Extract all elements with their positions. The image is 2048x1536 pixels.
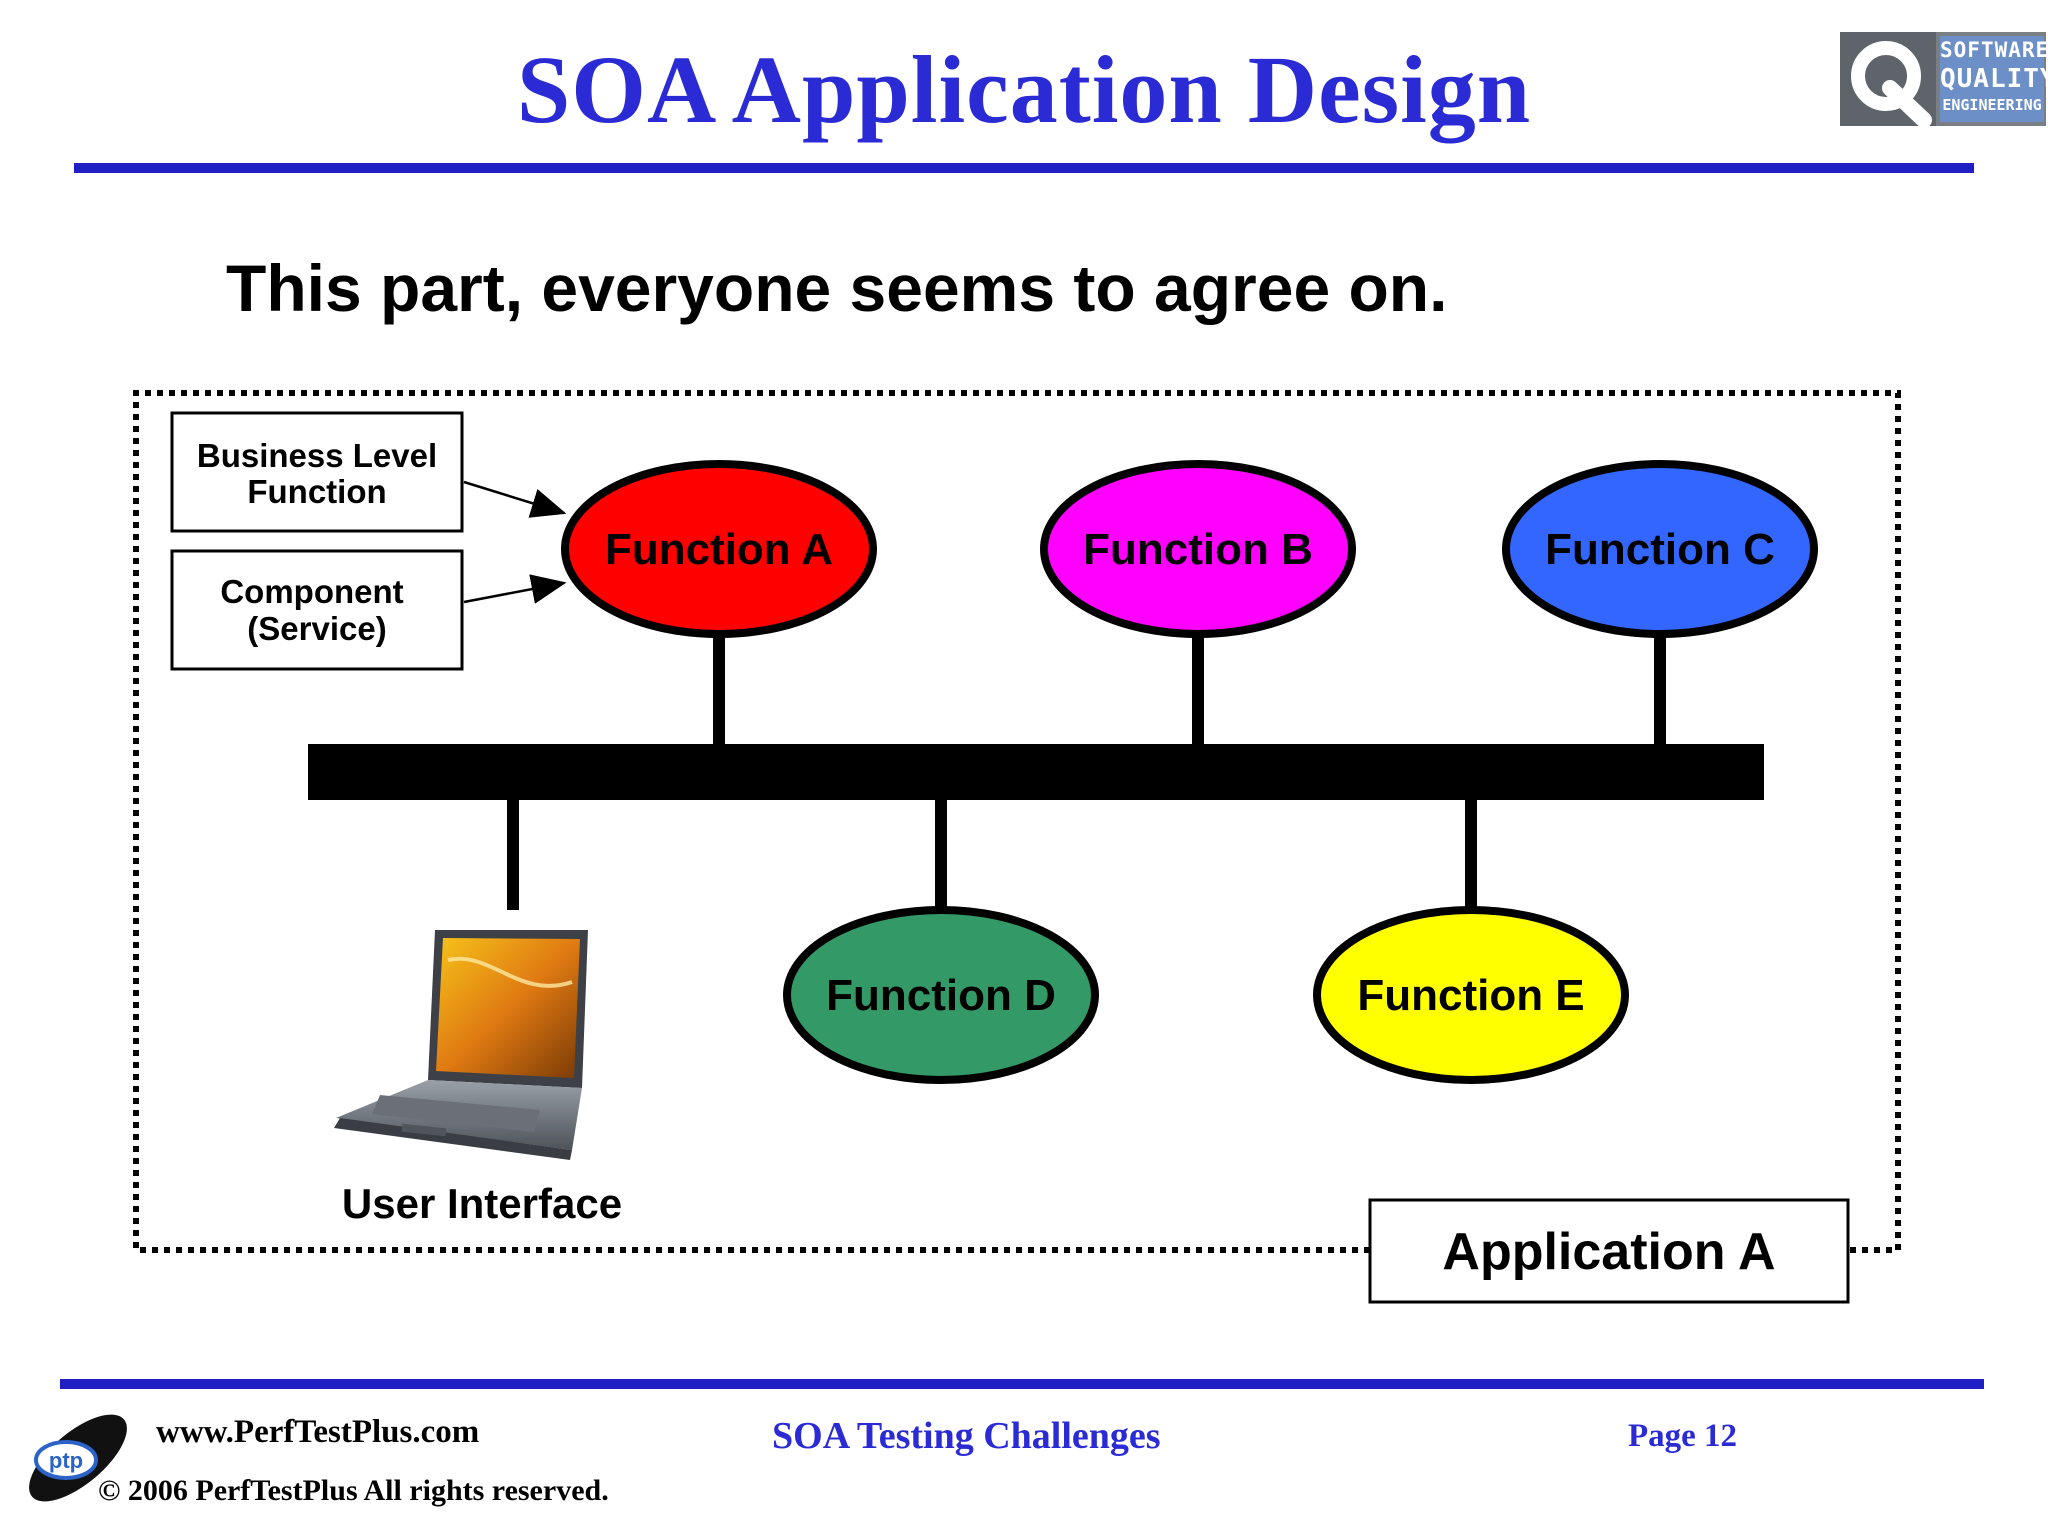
user-interface-label: User Interface <box>342 1180 622 1227</box>
service-bus <box>308 744 1764 800</box>
logo-text-quality: QUALITY <box>1940 64 2048 94</box>
connector-function-a <box>713 630 725 746</box>
function-e-label: Function E <box>1357 971 1584 1020</box>
legend-component-box <box>170 549 464 671</box>
function-b-node <box>1040 460 1356 638</box>
connector-user-interface <box>507 798 519 910</box>
ptp-logo-text: ptp <box>49 1448 83 1473</box>
slide-subtitle: This part, everyone seems to agree on. <box>226 251 1448 325</box>
footer-center-title: SOA Testing Challenges <box>772 1415 1161 1457</box>
legend-business-level-label: Business Level <box>197 437 437 474</box>
ptp-logo-icon: ptp <box>29 1414 127 1502</box>
legend-arrow-business <box>463 480 567 518</box>
function-c-node <box>1502 460 1818 638</box>
function-e-node <box>1313 906 1629 1084</box>
function-b-label: Function B <box>1083 525 1313 574</box>
legend-business-level-box <box>170 411 464 533</box>
logo-text-engineering: ENGINEERING <box>1942 96 2042 114</box>
footer-website: www.PerfTestPlus.com <box>156 1414 480 1450</box>
connector-function-e <box>1465 798 1477 910</box>
logo-text-software: SOFTWARE <box>1940 38 2048 62</box>
legend-arrow-component <box>463 574 567 604</box>
connector-function-b <box>1192 630 1204 746</box>
footer-rule <box>60 1379 1984 1389</box>
footer-copyright: © 2006 PerfTestPlus All rights reserved. <box>98 1474 609 1507</box>
footer-page-number: Page 12 <box>1628 1418 1738 1454</box>
application-label-box <box>1368 1198 1850 1304</box>
function-d-label: Function D <box>826 971 1056 1020</box>
function-a-label: Function A <box>605 525 833 574</box>
header-rule <box>74 163 1974 173</box>
function-a-node <box>561 460 877 638</box>
laptop-icon <box>334 930 588 1160</box>
legend-business-level-label-2: Function <box>247 473 386 510</box>
application-boundary <box>133 390 1901 1253</box>
legend-component-label: Component <box>220 573 403 610</box>
connector-function-c <box>1654 630 1666 746</box>
connector-function-d <box>935 798 947 910</box>
application-label: Application A <box>1442 1223 1775 1281</box>
sqe-logo: SOFTWARE QUALITY ENGINEERING <box>1840 32 2048 126</box>
page-title: SOA Application Design <box>516 36 1532 143</box>
function-d-node <box>783 906 1099 1084</box>
legend-component-label-2: (Service) <box>247 610 386 647</box>
q-logo-icon <box>1840 32 1936 126</box>
function-c-label: Function C <box>1545 525 1775 574</box>
